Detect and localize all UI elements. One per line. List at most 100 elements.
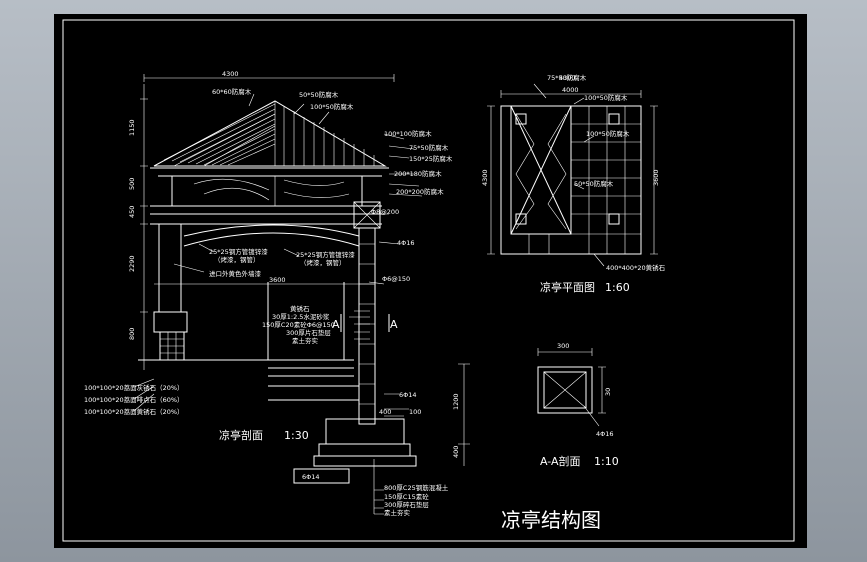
section-title: 凉亭剖面 <box>219 428 263 442</box>
detail-outer <box>537 366 593 414</box>
svg-text:6Φ14: 6Φ14 <box>399 391 417 399</box>
drawing-sheet: 4300 3600 1150 500 450 2290 800 1200 400… <box>54 14 807 548</box>
dim-span-value: 3600 <box>269 276 286 284</box>
svg-text:50*50防腐木: 50*50防腐木 <box>574 179 614 188</box>
svg-text:200*180防腐木: 200*180防腐木 <box>394 169 442 178</box>
svg-text:75*50防腐木: 75*50防腐木 <box>547 73 587 82</box>
section-scale: 1:30 <box>284 429 309 442</box>
right-column <box>358 227 376 425</box>
roof-outline <box>153 100 387 167</box>
svg-text:4Φ16: 4Φ16 <box>397 239 415 247</box>
svg-text:A: A <box>390 318 398 331</box>
floor-layers <box>268 359 359 401</box>
svg-text:25*25钢方管镀锌漆: 25*25钢方管镀锌漆 <box>209 247 268 256</box>
plan-dim-right <box>650 105 658 255</box>
svg-text:4000: 4000 <box>562 86 579 94</box>
svg-text:100*50防腐木: 100*50防腐木 <box>586 129 630 138</box>
svg-text:3600: 3600 <box>652 169 660 186</box>
svg-text:2290: 2290 <box>128 255 136 272</box>
svg-text:300: 300 <box>557 342 569 350</box>
svg-text:Φ6@150: Φ6@150 <box>382 275 410 283</box>
svg-text:400: 400 <box>452 446 460 458</box>
plan-scale: 1:60 <box>605 281 630 294</box>
svg-text:75*50防腐木: 75*50防腐木 <box>409 143 449 152</box>
arch-curve <box>183 232 360 247</box>
svg-text:Φ8@200: Φ8@200 <box>371 208 399 216</box>
dim-left <box>140 84 148 370</box>
ring-beam <box>150 205 382 225</box>
svg-text:150*25防腐木: 150*25防腐木 <box>409 154 453 163</box>
svg-text:素土夯实: 素土夯实 <box>384 508 411 517</box>
dim-right <box>458 363 470 466</box>
detail-dim-right <box>598 366 606 414</box>
svg-text:黄锈石: 黄锈石 <box>290 304 310 313</box>
dim-top <box>143 74 395 82</box>
svg-text:6Φ14: 6Φ14 <box>302 473 320 481</box>
svg-text:300厚片石垫层: 300厚片石垫层 <box>286 328 331 337</box>
inner-frame <box>62 19 795 542</box>
left-cap <box>153 311 188 333</box>
svg-text:100*100*20荔面啡点石（60%）: 100*100*20荔面啡点石（60%） <box>84 395 184 404</box>
svg-text:30厚1:2.5水泥砂浆: 30厚1:2.5水泥砂浆 <box>272 312 330 321</box>
plan-dim-top <box>500 90 642 98</box>
svg-text:30: 30 <box>604 388 612 396</box>
svg-text:150厚C15素砼: 150厚C15素砼 <box>384 492 429 501</box>
svg-text:400*400*20黄锈石: 400*400*20黄锈石 <box>606 263 666 272</box>
svg-text:（烤漆，钢管）: （烤漆，钢管） <box>300 258 346 267</box>
dim-top-width: 4300 <box>222 70 239 78</box>
text-layer: 4300 3600 1150 500 450 2290 800 1200 400… <box>84 70 666 532</box>
section-view <box>133 74 470 515</box>
svg-text:300厚碎石垫层: 300厚碎石垫层 <box>384 500 429 509</box>
roof-left-tiles <box>163 103 276 167</box>
svg-text:50*50防腐木: 50*50防腐木 <box>299 90 339 99</box>
svg-text:25*25钢方管镀锌漆: 25*25钢方管镀锌漆 <box>296 250 355 259</box>
roof-right-rafters <box>274 101 375 166</box>
svg-text:4300: 4300 <box>481 169 489 186</box>
svg-text:A: A <box>332 318 340 331</box>
svg-text:100*100*20荔面黄锈石（20%）: 100*100*20荔面黄锈石（20%） <box>84 407 184 416</box>
svg-text:400: 400 <box>379 408 391 416</box>
svg-text:100*50防腐木: 100*50防腐木 <box>584 93 628 102</box>
cut-markers <box>340 314 390 332</box>
svg-text:素土夯实: 素土夯实 <box>292 336 319 345</box>
svg-text:450: 450 <box>128 206 136 218</box>
svg-text:800厚C25钢筋混凝土: 800厚C25钢筋混凝土 <box>384 483 449 492</box>
detail-view <box>537 348 606 427</box>
plan-view <box>487 83 658 267</box>
eave-beams <box>150 167 389 177</box>
svg-text:100: 100 <box>409 408 421 416</box>
rebar-box <box>293 468 350 484</box>
plan-title: 凉亭平面图 <box>540 280 595 294</box>
svg-text:800: 800 <box>128 328 136 340</box>
plan-dim-left <box>487 105 495 255</box>
lattice-lines <box>193 176 350 206</box>
svg-text:60*60防腐木: 60*60防腐木 <box>212 87 252 96</box>
detail-dim-top <box>537 348 593 356</box>
lattice-band <box>171 175 363 207</box>
footing <box>325 418 405 445</box>
svg-text:1200: 1200 <box>452 393 460 410</box>
detail-title: A-A剖面 <box>540 454 581 468</box>
svg-text:100*50防腐木: 100*50防腐木 <box>310 102 354 111</box>
leaders <box>133 93 423 515</box>
svg-text:100*100*20荔面灰锈石（20%）: 100*100*20荔面灰锈石（20%） <box>84 383 184 392</box>
svg-text:100*100防腐木: 100*100防腐木 <box>384 129 432 138</box>
plan-grid <box>511 106 641 255</box>
svg-text:200*200防腐木: 200*200防腐木 <box>396 187 444 196</box>
svg-text:（烤漆，钢管）: （烤漆，钢管） <box>214 255 260 264</box>
svg-text:500: 500 <box>128 178 136 190</box>
detail-inner <box>543 371 587 409</box>
svg-text:进口外黄色外墙漆: 进口外黄色外墙漆 <box>209 269 262 278</box>
plan-roof <box>510 105 572 235</box>
left-column <box>158 223 182 313</box>
sheet-title: 凉亭结构图 <box>501 508 601 532</box>
floor-wall <box>267 282 345 360</box>
detail-scale: 1:10 <box>594 455 619 468</box>
svg-text:150厚C20素砼Φ6@150: 150厚C20素砼Φ6@150 <box>262 320 335 329</box>
plan-hips <box>510 105 572 235</box>
svg-text:1150: 1150 <box>128 119 136 136</box>
svg-text:4300: 4300 <box>559 74 576 82</box>
drawing-canvas: 4300 3600 1150 500 450 2290 800 1200 400… <box>62 19 795 542</box>
svg-text:4Φ16: 4Φ16 <box>596 430 614 438</box>
